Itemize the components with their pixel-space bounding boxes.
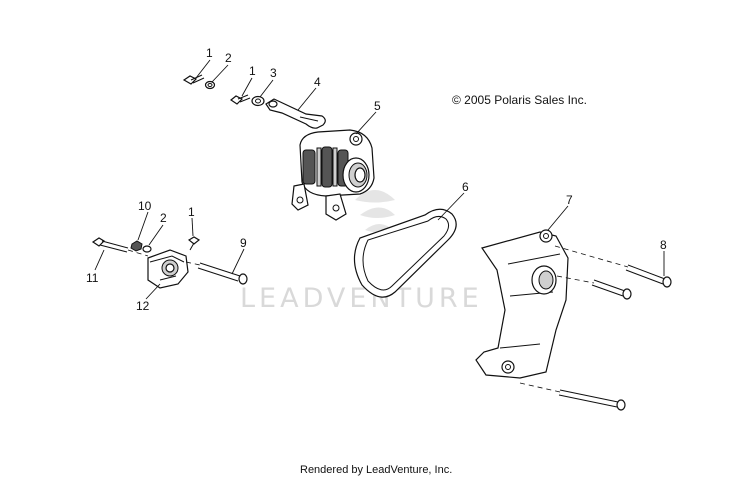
long-bolt-part-8b: [591, 279, 632, 300]
callout-2-top: 2: [225, 51, 232, 65]
tensioner-bracket-part-12: [147, 249, 189, 289]
long-bolt-part-8a: [625, 264, 672, 288]
callout-7: 7: [566, 193, 573, 207]
bolt-part-11: [91, 237, 129, 253]
washer-part-2a: [204, 80, 216, 90]
long-bolt-part-9: [197, 262, 248, 285]
leader-lines: [94, 59, 665, 300]
alternator-fins: [302, 146, 349, 188]
adjuster-bracket-part-4: [265, 98, 326, 129]
long-bolt-part-8c: [558, 389, 626, 411]
callout-1-left: 1: [188, 205, 195, 219]
washer-part-2b: [142, 245, 152, 253]
callout-8: 8: [660, 238, 667, 252]
left-centerlines: [127, 249, 201, 266]
bolt-part-1a: [182, 74, 205, 85]
callout-labels: 1 2 1 3 4 5 6 7 8 10 2 1 9 11 12: [86, 46, 667, 313]
callout-10: 10: [138, 199, 152, 213]
callout-9: 9: [240, 236, 247, 250]
bolt-centerlines: [519, 245, 629, 393]
watermark-logo-icon: [355, 190, 395, 233]
callout-11: 11: [86, 271, 99, 285]
copyright-text: © 2005 Polaris Sales Inc.: [452, 93, 587, 107]
footer-text: Rendered by LeadVenture, Inc.: [300, 464, 452, 476]
alternator-part-5: [291, 129, 375, 221]
watermark-text: LEADVENTURE: [240, 283, 483, 314]
alternator-pulley: [342, 157, 370, 193]
callout-1-top: 1: [206, 46, 213, 60]
mounting-bracket-part-7: [475, 229, 569, 379]
bolt-part-1b: [229, 94, 251, 105]
callout-3: 3: [270, 66, 277, 80]
nut-part-10: [130, 240, 143, 252]
callout-5: 5: [374, 99, 381, 113]
callout-4: 4: [314, 75, 321, 89]
watermark: LEADVENTURE: [240, 190, 483, 314]
washer-part-3: [251, 95, 265, 107]
drive-belt-part-6: [353, 208, 457, 298]
callout-12: 12: [136, 299, 150, 313]
callout-2-left: 2: [160, 211, 167, 225]
callout-1-mid: 1: [249, 64, 256, 78]
bolt-part-1c: [187, 236, 201, 251]
callout-6: 6: [462, 180, 469, 194]
